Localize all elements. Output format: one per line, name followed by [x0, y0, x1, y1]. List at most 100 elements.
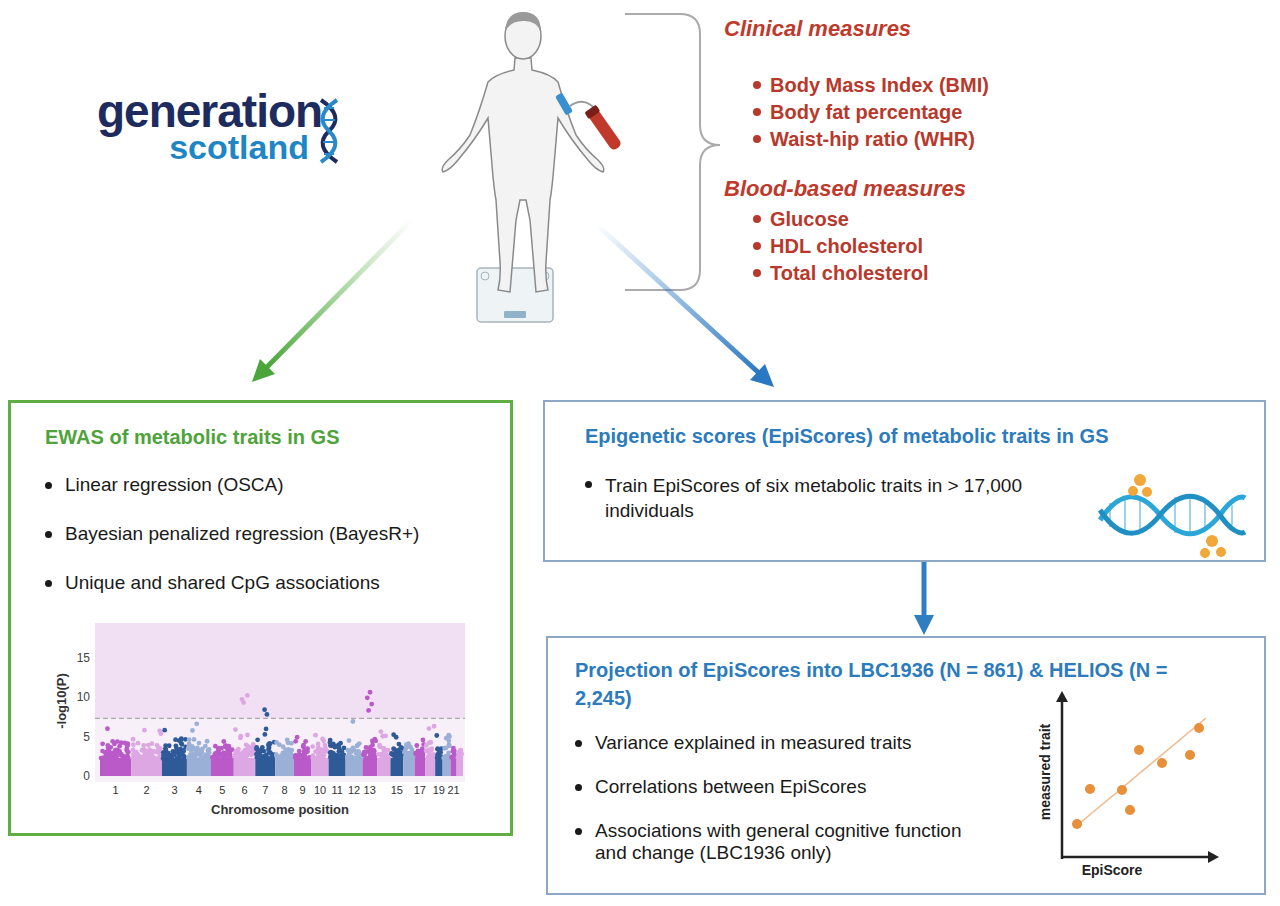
scale-foot: [481, 272, 489, 280]
cpg-point: [206, 753, 211, 758]
hair: [505, 12, 541, 32]
cpg-point: [177, 749, 182, 754]
cpg-point: [383, 734, 388, 739]
cpg-point: [132, 755, 137, 760]
cpg-point: [340, 756, 345, 761]
helix-strand: [1100, 497, 1245, 534]
cpg-point: [417, 753, 422, 758]
cpg-point: [321, 738, 326, 743]
manhattan-plot: -log10(P)1510501234567891011121315171921…: [45, 606, 475, 821]
cpg-point: [426, 755, 431, 760]
body-outline: [442, 58, 604, 292]
cpg-point: [285, 738, 290, 743]
cpg-point: [125, 756, 130, 761]
cpg-point: [301, 744, 306, 749]
tick-label: 3: [171, 784, 177, 797]
cpg-point: [249, 747, 254, 752]
cpg-point: [240, 697, 245, 702]
cpg-point: [265, 712, 270, 717]
cpg-point: [350, 719, 355, 724]
cpg-point: [223, 743, 228, 748]
bullet-dot: [753, 269, 761, 277]
cpg-point: [313, 756, 318, 761]
helix-strand: [1100, 496, 1245, 533]
cpg-point: [355, 743, 360, 748]
methyl-dot: [1128, 486, 1138, 496]
methyl-dot: [1206, 535, 1218, 547]
cpg-point: [106, 743, 111, 748]
cpg-point: [113, 748, 118, 753]
cpg-point: [178, 749, 183, 754]
cpg-point: [320, 756, 325, 761]
cpg-point: [205, 739, 210, 744]
cpg-point: [148, 754, 153, 759]
methyl-dot: [1216, 547, 1226, 557]
flow-arrow: [922, 562, 927, 615]
human-figure: [442, 12, 623, 292]
cpg-point: [403, 749, 408, 754]
cpg-point: [106, 749, 111, 754]
cpg-point: [158, 746, 163, 751]
bullet-row: Variance explained in measured traits: [575, 732, 1244, 754]
cpg-point: [182, 755, 187, 760]
significance-region: [95, 623, 465, 718]
chromosome-band: [390, 758, 403, 776]
tick-label: 10: [77, 690, 90, 704]
cpg-point: [106, 756, 111, 761]
cpg-point: [428, 740, 433, 745]
tick-label: 15: [77, 651, 90, 665]
cpg-point: [391, 746, 396, 751]
helix-rung: [1231, 505, 1233, 525]
cpg-point: [316, 742, 321, 747]
bullet-text: Associations with general cognitive func…: [595, 820, 985, 864]
cpg-point: [310, 744, 315, 749]
bullet-dot: [45, 531, 52, 538]
cpg-point: [336, 745, 341, 750]
helix-rung: [1204, 503, 1206, 527]
bullet-text: Correlations between EpiScores: [595, 776, 866, 798]
threshold-line: [95, 718, 465, 719]
bullet-dot: [753, 135, 761, 143]
bullet-dot: [575, 740, 582, 747]
arrow-shaft: [266, 220, 412, 368]
bullet-text: Unique and shared CpG associations: [65, 572, 380, 594]
bullet-dot: [585, 481, 592, 488]
bullet-dot: [753, 108, 761, 116]
cpg-point: [163, 755, 168, 760]
tick-label: 5: [219, 784, 225, 797]
cpg-point: [381, 751, 386, 756]
axis-arrowhead: [1056, 691, 1068, 702]
measure-item: Body fat percentage: [770, 100, 962, 124]
axis-arrowhead: [1208, 851, 1219, 863]
methyl-dot: [1142, 487, 1152, 497]
cpg-point: [396, 742, 401, 747]
cpg-point: [175, 756, 180, 761]
bullet-row: Linear regression (OSCA): [45, 474, 500, 496]
cpg-point: [364, 745, 369, 750]
cpg-point: [458, 748, 463, 753]
cpg-point: [195, 750, 200, 755]
cpg-point: [370, 751, 375, 756]
cpg-point: [213, 744, 218, 749]
cpg-point: [141, 743, 146, 748]
plot-canvas: [45, 606, 475, 821]
tick-label: 4: [196, 784, 202, 797]
cpg-point: [125, 743, 130, 748]
bullet-row: Associations with general cognitive func…: [575, 820, 1244, 864]
helix-strand: [321, 100, 337, 162]
bullet-dot: [753, 242, 761, 250]
bullet-text: Linear regression (OSCA): [65, 474, 284, 496]
cpg-point: [214, 753, 219, 758]
cpg-point: [173, 737, 178, 742]
cpg-point: [444, 736, 449, 741]
tick-label: 0: [83, 769, 90, 783]
cpg-point: [372, 756, 377, 761]
bullet-dot: [753, 215, 761, 223]
axis-title: Chromosome position: [211, 802, 349, 817]
tick-label: 19: [433, 784, 445, 797]
flow-arrow: [596, 224, 774, 387]
axis-title: measured trait: [1037, 724, 1053, 820]
measure-item: Waist-hip ratio (WHR): [770, 127, 975, 151]
cpg-point: [328, 738, 333, 743]
tick-label: 15: [391, 784, 403, 797]
